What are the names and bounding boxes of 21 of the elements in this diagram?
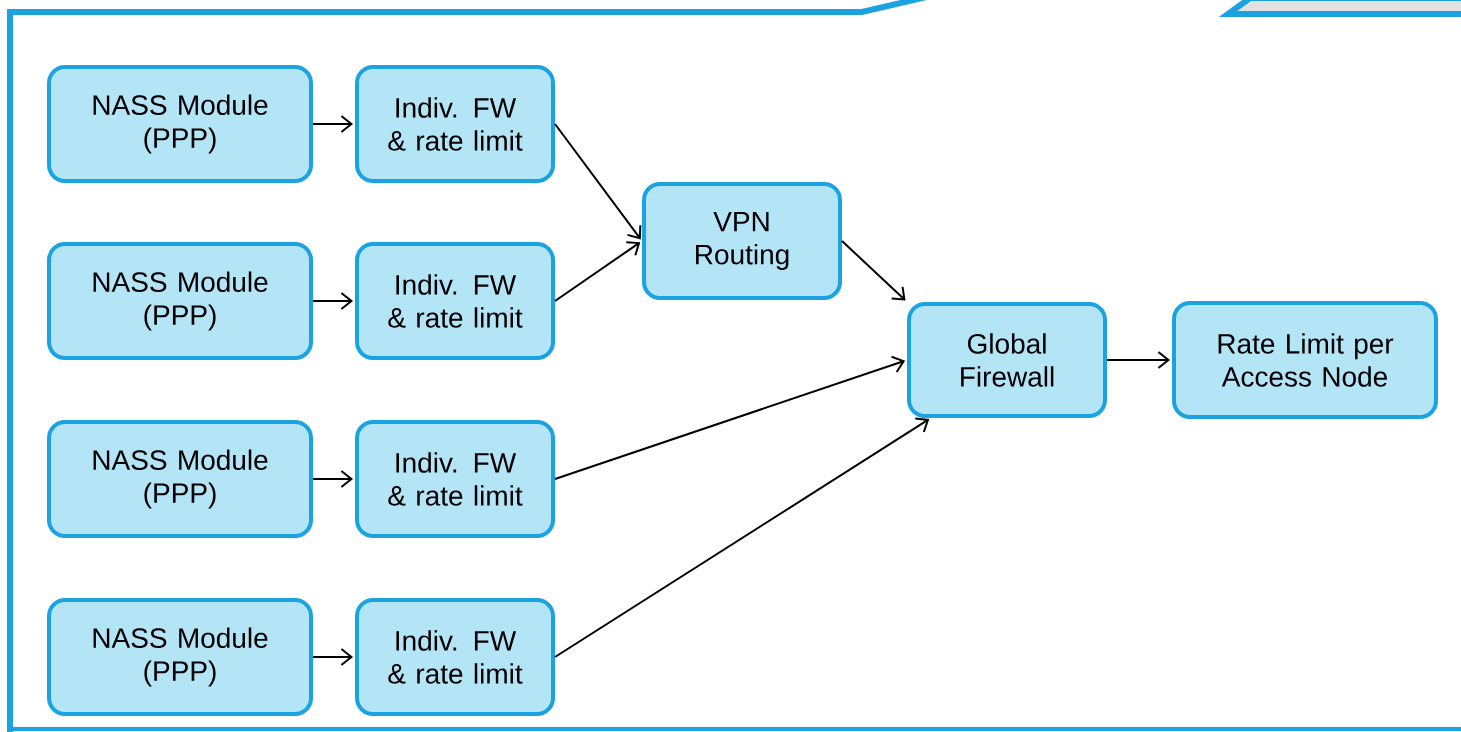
arrow [312,115,353,133]
process-box: Indiv. FW & rate limit [355,598,555,716]
arrow [554,417,930,658]
process-box: VPN Routing [642,182,842,300]
process-box: Indiv. FW & rate limit [355,65,555,183]
arrow [312,648,353,666]
process-box: Indiv. FW & rate limit [355,420,555,538]
process-box: NASS Module (PPP) [47,598,313,716]
arrow [841,240,906,301]
process-box: Global Firewall [907,302,1107,418]
process-box: NASS Module (PPP) [47,65,313,183]
process-box: NASS Module (PPP) [47,420,313,538]
arrow [312,470,353,488]
arrow [554,123,642,240]
arrow [1106,351,1170,369]
arrow [554,241,641,302]
arrow [312,292,353,310]
process-box: Rate Limit per Access Node [1172,301,1438,419]
process-box: NASS Module (PPP) [47,242,313,360]
arrow [554,355,906,480]
process-box: Indiv. FW & rate limit [355,242,555,360]
